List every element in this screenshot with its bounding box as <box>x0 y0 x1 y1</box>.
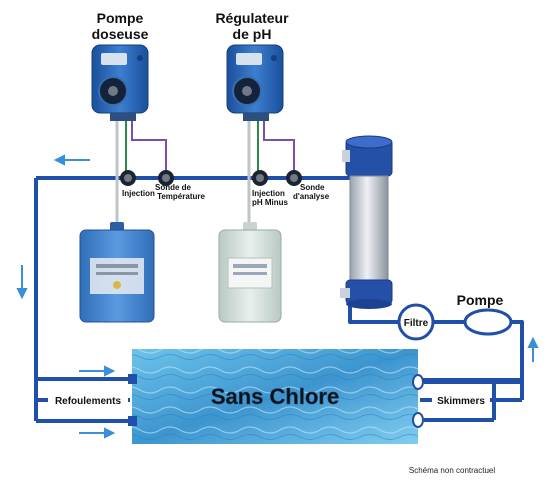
skimmers-label: Skimmers <box>437 396 485 407</box>
injection-label: Injection <box>122 189 155 198</box>
tubing <box>115 118 295 226</box>
fitting-injection <box>120 170 136 186</box>
regulateur-line1: Régulateur <box>215 10 289 26</box>
pompe-label: Pompe <box>457 292 504 308</box>
arrow-right-bottom-icon <box>104 427 116 439</box>
arrow-up-icon <box>527 336 539 348</box>
pompe-doseuse-device: Pompe doseuse <box>91 10 149 121</box>
injection-ph-line2: pH Minus <box>252 198 289 207</box>
pompe-doseuse-line2: doseuse <box>92 26 149 42</box>
arrow-right-top-icon <box>104 365 116 377</box>
fitting-temperature <box>158 170 174 186</box>
injection-ph-line1: Injection <box>252 189 285 198</box>
pompe: Pompe <box>457 292 513 336</box>
fitting-injection-ph <box>252 170 268 186</box>
pool: Sans Chlore <box>128 349 424 444</box>
regulateur-ph-device: Régulateur de pH <box>215 10 289 121</box>
uv-filter-unit <box>340 135 393 309</box>
sonde-temperature-line1: Sonde de <box>155 183 192 192</box>
arrow-left-top-icon <box>53 154 65 166</box>
sonde-temperature-line2: Température <box>157 192 205 201</box>
sonde-analyse-line1: Sonde <box>300 183 325 192</box>
return-inlet-bottom <box>128 416 137 426</box>
fitting-analyse <box>286 170 302 186</box>
arrow-down-icon <box>16 288 28 300</box>
filtre-label: Filtre <box>404 318 429 329</box>
skimmer-port-top <box>412 374 424 390</box>
refoulements-label: Refoulements <box>55 396 122 407</box>
disclaimer: Schéma non contractuel <box>409 466 495 475</box>
blue-canister <box>79 222 155 323</box>
regulateur-line2: de pH <box>233 26 272 42</box>
fittings <box>120 170 302 186</box>
refoulements: Refoulements <box>34 377 130 423</box>
skimmers: Skimmers <box>424 380 522 422</box>
fitting-labels: Injection Sonde de Température Injection… <box>122 183 330 207</box>
filtre: Filtre <box>397 303 435 341</box>
skimmer-port-bottom <box>412 412 424 428</box>
pool-label: Sans Chlore <box>211 384 339 409</box>
clear-canister <box>218 222 282 323</box>
return-inlet-top <box>128 374 137 384</box>
pompe-doseuse-line1: Pompe <box>97 10 144 26</box>
sonde-analyse-line2: d'analyse <box>293 192 330 201</box>
